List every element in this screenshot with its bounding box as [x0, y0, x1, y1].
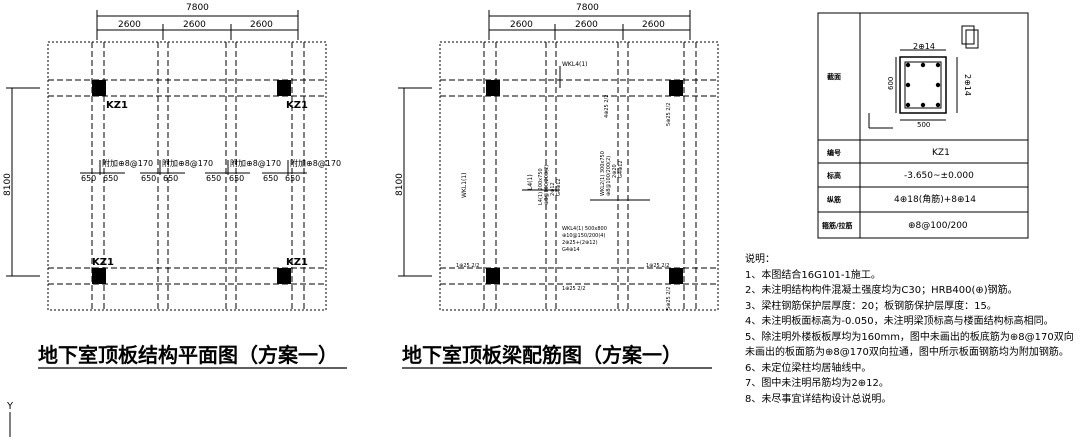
note-item: 2、未注明结构构件混凝土强度均为C30；HRB400(⊕)钢筋。 [745, 285, 1018, 296]
section-height-label: 600 [887, 77, 895, 90]
general-notes: 说明： 1、本图结合16G101-1施工。 2、未注明结构构件混凝土强度均为C3… [745, 252, 1074, 407]
plan2-dim-total: 7800 [576, 3, 599, 13]
plan1-offset: 650 [285, 174, 300, 183]
plan1-dim-total: 7800 [186, 3, 209, 13]
note-item: 5、除注明外楼板板厚均为160mm，图中未画出的板底筋为⊕8@170双向 [745, 331, 1074, 343]
column-kz1 [669, 80, 683, 96]
plan1-rebar-note: 附加⊕8@170 [230, 158, 281, 168]
column-table [817, 12, 1029, 239]
table-row-value: KZ1 [932, 148, 950, 158]
plan1-dim-span: 2600 [118, 20, 141, 30]
beam-detail: G4⊕14 [562, 247, 580, 253]
section-outline [899, 56, 947, 114]
plan1-offset: 650 [206, 174, 221, 183]
plan1-offset: 650 [103, 174, 118, 183]
plan1-dim-span: 2600 [183, 20, 206, 30]
beam-detail: 1⊕25 2/2 [562, 286, 585, 292]
note-item: 4、未注明板面标高为-0.050，未注明梁顶标高与楼面结构标高相同。 [745, 316, 1054, 327]
table-row-label: 纵筋 [827, 195, 841, 204]
section-side-label: 2⊕14 [963, 74, 972, 96]
plan-2-columns [486, 80, 683, 284]
plan2-dim-span: 2600 [510, 20, 533, 30]
beam-detail: 1⊕25 2/2 [646, 263, 669, 269]
section-width-label: 500 [917, 121, 930, 129]
plan1-column-label: KZ1 [286, 100, 308, 111]
beam-detail: WKL4(1) 500x800 [562, 226, 607, 232]
beam-detail: G4⊕12 [618, 160, 624, 178]
column-kz1 [486, 80, 500, 96]
beam-detail: 2⊕20 [612, 164, 618, 178]
plan1-dim-height: 8100 [3, 173, 13, 196]
beam-detail: 1⊕25 2/2 [456, 263, 479, 269]
plan1-offset: 650 [229, 174, 244, 183]
beam-detail: WKL2(1) 300x750 [600, 151, 606, 196]
table-row-value: 4⊕18(角筋)+8⊕14 [894, 193, 976, 205]
plan1-rebar-note: 附加⊕8@170 [290, 158, 341, 168]
plan1-title: 地下室顶板结构平面图（方案一） [38, 343, 338, 367]
plan1-column-label: KZ1 [106, 100, 128, 111]
plan1-offset: 650 [263, 174, 278, 183]
column-kz1 [277, 268, 291, 284]
section-bars [905, 62, 941, 108]
column-kz1 [486, 268, 500, 284]
note-item: 3、梁柱钢筋保护层厚度：20；板钢筋保护层厚度：15。 [745, 300, 997, 312]
column-kz1 [92, 268, 106, 284]
plan1-offset: 650 [163, 174, 178, 183]
stirrup-icon [961, 25, 975, 45]
beam-detail: 5⊕25 2/2 [666, 287, 672, 310]
beam-detail: 4⊕25 2/2 [604, 95, 610, 118]
axis-mark: Y [6, 401, 14, 412]
plan1-rebar-note: 附加⊕8@170 [162, 158, 213, 168]
beam-detail: L4(1) 200x750 [538, 168, 544, 205]
plan1-offset: 650 [81, 174, 96, 183]
table-row-label: 标高 [826, 171, 841, 180]
notes-heading: 说明： [745, 254, 775, 265]
note-item: 未画出的板面筋为⊕8@170双向拉通，图中所示板面钢筋均为附加钢筋。 [745, 347, 1069, 358]
plan2-dim-height: 8100 [395, 173, 405, 196]
column-kz1 [277, 80, 291, 96]
plan1-rebar-note: 附加⊕8@170 [102, 158, 153, 168]
plan2-title: 地下室顶板梁配筋图（方案一） [402, 343, 682, 367]
beam-label: L4(1) [527, 174, 534, 190]
plan-2 [398, 10, 719, 311]
plan-1-columns [92, 80, 291, 284]
beam-label: WKL4(1) [562, 61, 588, 68]
beam-label: WKL1(1) [461, 172, 468, 198]
note-item: 8、未尽事宜详结构设计总说明。 [745, 393, 892, 405]
column-kz1 [92, 80, 106, 96]
table-row-label: 编号 [827, 148, 841, 157]
beam-detail: ⊕10@150/200(4) [562, 233, 605, 239]
plan2-dim-span: 2600 [642, 20, 665, 30]
plan1-offset: 650 [141, 174, 156, 183]
section-top-label: 2⊕14 [913, 42, 935, 51]
table-row-value: ⊕8@100/200 [908, 221, 968, 231]
table-row-value: -3.650~±0.000 [904, 171, 974, 181]
column-kz1 [669, 268, 683, 284]
note-item: 6、未定位梁柱均居轴线中。 [745, 362, 872, 374]
beam-detail: 5⊕25 2/2 [666, 103, 672, 126]
beam-detail: 2⊕25+(2⊕12) [562, 240, 598, 246]
plan2-dim-span: 2600 [575, 20, 598, 30]
table-row-label: 箍筋/拉筋 [822, 221, 853, 230]
beam-detail: 2⊕12 [550, 182, 556, 196]
beam-detail: ⊕8@100/200(2) [606, 156, 612, 196]
table-row-label: 截面 [827, 72, 841, 81]
beam-detail: G4⊕12 [556, 178, 562, 196]
note-item: 1、本图结合16G101-1施工。 [745, 269, 881, 281]
beam-detail: ⊕8@100/200(2) [544, 165, 550, 205]
plan1-dim-span: 2600 [250, 20, 273, 30]
note-item: 7、图中未注明吊筋均为2⊕12。 [745, 378, 889, 389]
plan1-column-label: KZ1 [286, 257, 308, 268]
plan1-column-label: KZ1 [92, 257, 114, 268]
